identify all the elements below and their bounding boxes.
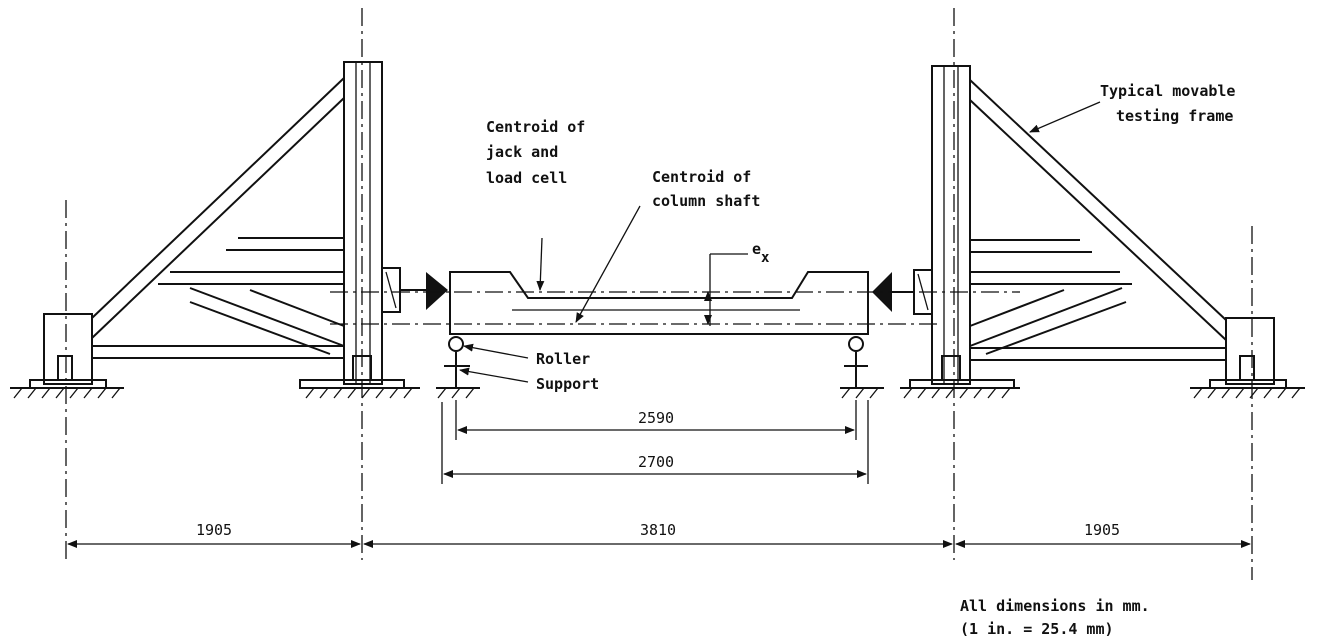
column-specimen: [330, 253, 1020, 335]
eccentricity-sub: x: [761, 250, 770, 266]
right-testing-frame: [872, 65, 1305, 389]
dimension-right-bay: 1905: [1084, 521, 1120, 539]
left-testing-frame: [10, 61, 448, 389]
jack-label-line3: load cell: [486, 169, 567, 187]
jack-label-line1: Centroid of: [486, 118, 585, 136]
leader-lines: [459, 101, 1101, 383]
dimension-lines: [67, 426, 1251, 548]
shaft-label-line1: Centroid of: [652, 168, 751, 186]
dimension-2700: 2700: [638, 453, 674, 471]
eccentricity-main: e: [752, 240, 761, 258]
roller-label: Roller: [536, 350, 590, 368]
units-note-line1: All dimensions in mm.: [960, 597, 1150, 615]
ground-hatching: [13, 387, 1301, 399]
left-jack-head-icon: [426, 272, 448, 310]
frame-label-line2: testing frame: [1116, 107, 1233, 125]
units-note-line2: (1 in. = 25.4 mm): [960, 620, 1114, 638]
support-label: Support: [536, 375, 599, 393]
left-roller-support: [444, 336, 470, 388]
dimension-center-bay: 3810: [640, 521, 676, 539]
frame-label-line1: Typical movable: [1100, 82, 1235, 100]
dimension-left-bay: 1905: [196, 521, 232, 539]
eccentricity-label: ex: [752, 240, 770, 266]
centerlines: [65, 8, 1253, 580]
shaft-label-line2: column shaft: [652, 192, 760, 210]
jack-label-line2: jack and: [486, 143, 558, 161]
right-roller-support: [844, 336, 868, 388]
dimension-2590: 2590: [638, 409, 674, 427]
